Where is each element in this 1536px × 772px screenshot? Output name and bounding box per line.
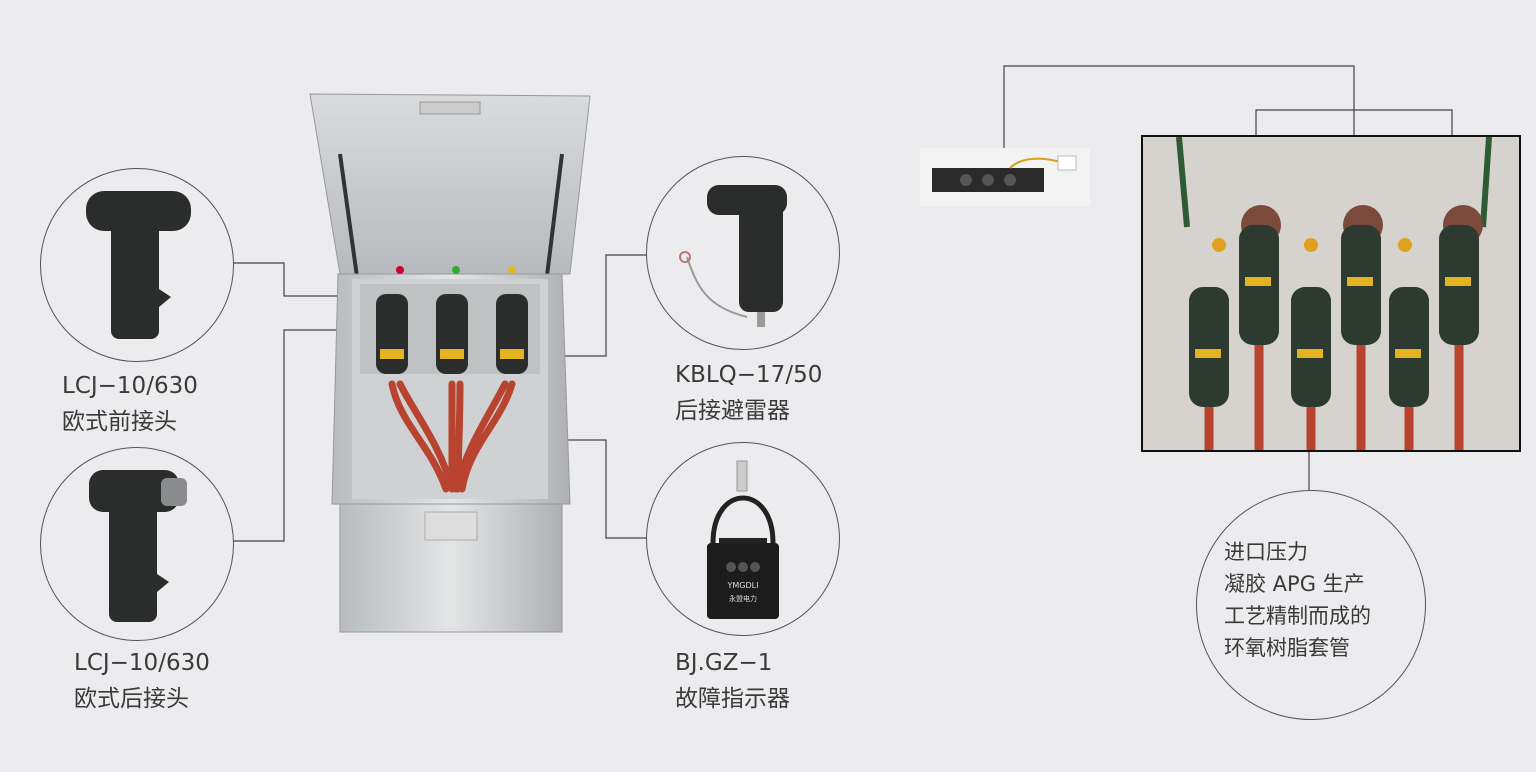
rear-connector-icon bbox=[89, 470, 187, 622]
arrester-name: 后接避雷器 bbox=[675, 398, 790, 424]
fault-indicator-icon: YMGDLI 永盟电力 bbox=[707, 460, 779, 619]
arrester-icon bbox=[679, 185, 787, 327]
rear-connector-caption: LCJ−10/630 欧式后接头 bbox=[74, 645, 210, 717]
arrester-model: KBLQ−17/50 bbox=[675, 362, 823, 388]
rear-connector-circle bbox=[40, 447, 234, 641]
bushing-line-2: 凝胶 APG 生产 bbox=[1224, 572, 1365, 596]
arrester-caption: KBLQ−17/50 后接避雷器 bbox=[675, 357, 822, 429]
bushing-photo-illustration bbox=[1143, 137, 1519, 450]
front-connector-caption: LCJ−10/630 欧式前接头 bbox=[62, 368, 198, 440]
fault-indicator-caption: BJ.GZ−1 故障指示器 bbox=[675, 645, 790, 717]
front-connector-name: 欧式前接头 bbox=[62, 409, 177, 435]
bushing-photo bbox=[1141, 135, 1521, 452]
front-connector-model: LCJ−10/630 bbox=[62, 373, 198, 399]
bushing-caption: 进口压力 凝胶 APG 生产 工艺精制而成的 环氧树脂套管 bbox=[1224, 536, 1371, 664]
arrester-circle bbox=[646, 156, 840, 350]
bushing-circle bbox=[1196, 490, 1426, 720]
fault-indicator-name: 故障指示器 bbox=[675, 686, 790, 712]
fault-indicator-circle: YMGDLI 永盟电力 bbox=[646, 442, 840, 636]
fault-indicator-device-sublabel: 永盟电力 bbox=[729, 594, 757, 603]
rear-connector-model: LCJ−10/630 bbox=[74, 650, 210, 676]
bushing-line-3: 工艺精制而成的 bbox=[1224, 604, 1371, 628]
front-connector-icon bbox=[86, 191, 191, 339]
terminal-strip-illustration bbox=[920, 148, 1090, 206]
fault-indicator-device-label: YMGDLI bbox=[727, 581, 759, 590]
fault-indicator-model: BJ.GZ−1 bbox=[675, 650, 773, 676]
front-connector-circle bbox=[40, 168, 234, 362]
rear-connector-name: 欧式后接头 bbox=[74, 686, 189, 712]
bushing-line-4: 环氧树脂套管 bbox=[1224, 636, 1350, 660]
cabinet-illustration bbox=[309, 93, 591, 633]
bushing-line-1: 进口压力 bbox=[1224, 540, 1308, 564]
